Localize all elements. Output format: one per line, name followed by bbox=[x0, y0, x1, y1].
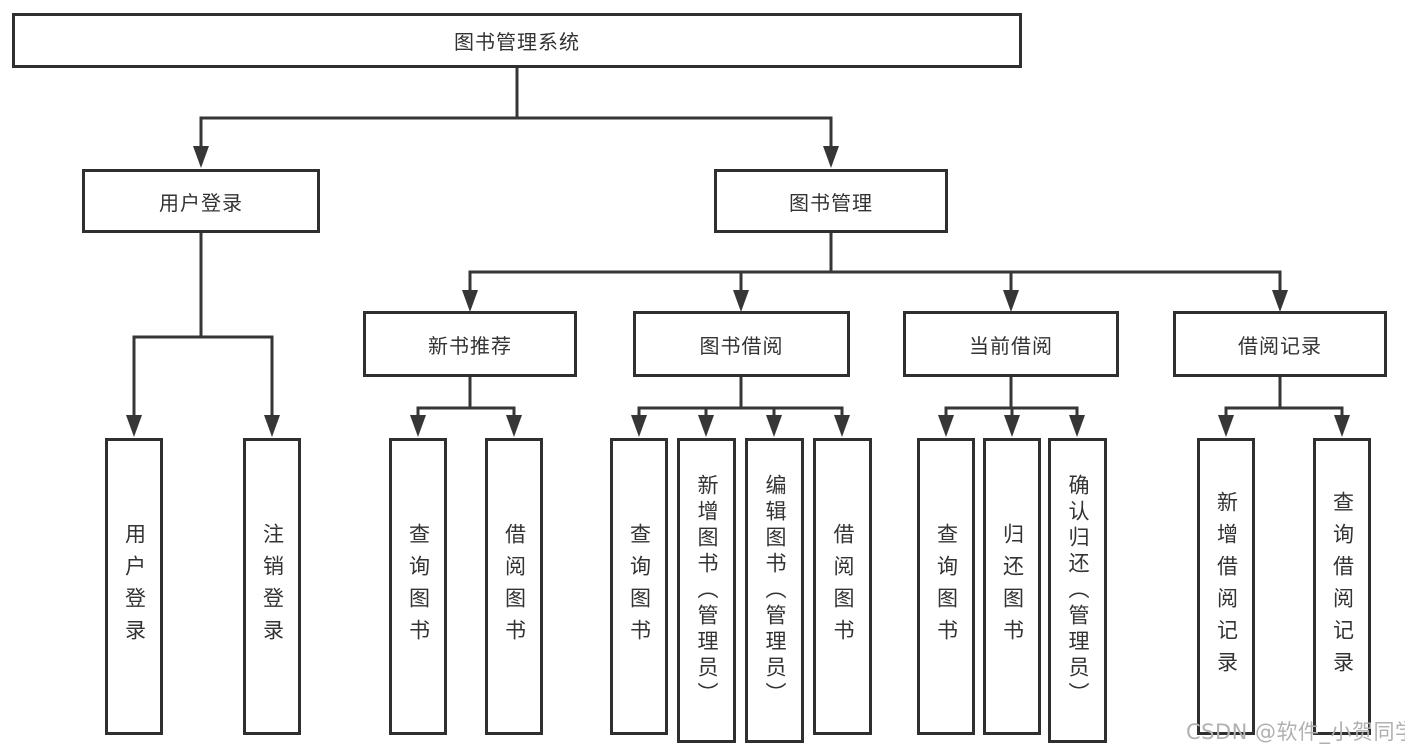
leaf-borrow-books: 借阅图书 bbox=[813, 438, 872, 735]
node-library-system: 图书管理系统 bbox=[12, 13, 1022, 68]
leaf-borrow-books-recommend: 借阅图书 bbox=[485, 438, 543, 735]
node-current-borrow: 当前借阅 bbox=[903, 311, 1119, 377]
leaf-add-borrow-record: 新增借阅记录 bbox=[1197, 438, 1255, 735]
leaf-logout: 注销登录 bbox=[243, 438, 301, 735]
leaf-user-login: 用户登录 bbox=[105, 438, 163, 735]
csdn-watermark: CSDN @软件_小贺同学 bbox=[1186, 720, 1405, 744]
node-borrow-record: 借阅记录 bbox=[1173, 311, 1387, 377]
leaf-add-books-admin: 新增图书（管理员） bbox=[677, 438, 736, 743]
leaf-query-books-current: 查询图书 bbox=[917, 438, 975, 735]
leaf-query-books-recommend: 查询图书 bbox=[389, 438, 447, 735]
node-user-login: 用户登录 bbox=[82, 169, 320, 233]
leaf-return-books: 归还图书 bbox=[983, 438, 1041, 735]
arrowheads bbox=[126, 146, 1350, 437]
node-book-management: 图书管理 bbox=[714, 169, 948, 233]
node-book-borrow: 图书借阅 bbox=[633, 311, 850, 377]
leaf-edit-books-admin: 编辑图书（管理员） bbox=[745, 438, 804, 743]
node-new-book-recommend: 新书推荐 bbox=[363, 311, 577, 377]
leaf-query-borrow-record: 查询借阅记录 bbox=[1313, 438, 1371, 735]
leaf-confirm-return-admin: 确认归还（管理员） bbox=[1048, 438, 1107, 743]
leaf-query-books-borrow: 查询图书 bbox=[610, 438, 668, 735]
